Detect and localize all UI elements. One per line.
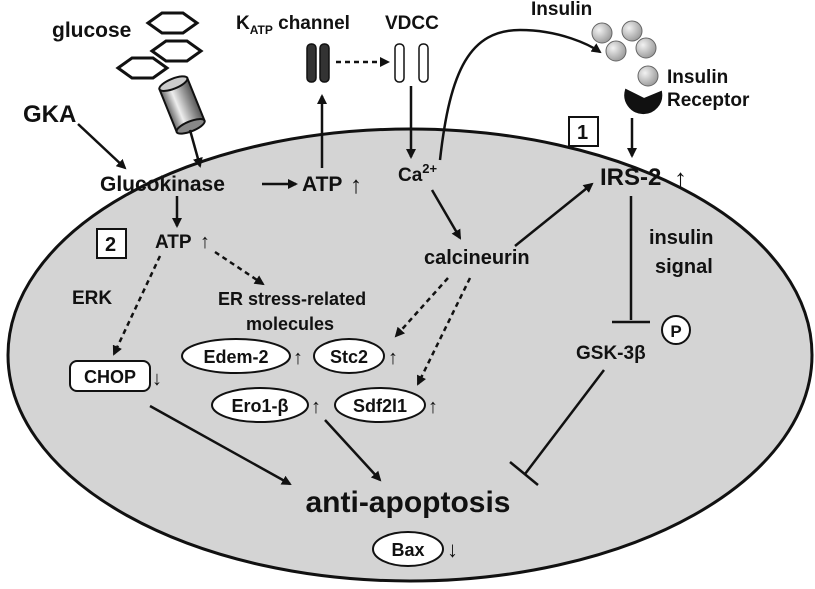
glucokinase-label: Glucokinase <box>100 173 225 196</box>
calcineurin-label: calcineurin <box>424 247 530 269</box>
gsk3b-label: GSK-3β <box>576 343 646 364</box>
katp-channel-icon <box>306 43 330 83</box>
phospho-label: P <box>670 322 681 341</box>
arrow-calcium-to-insulin-release <box>438 28 602 161</box>
vdcc-channel-icon <box>394 43 429 83</box>
arrow-chop-to-anti-apoptosis <box>149 404 292 486</box>
edem2-oval <box>181 338 291 374</box>
bax-label: Bax <box>391 540 424 560</box>
edem2-label: Edem-2 <box>203 347 268 367</box>
atp-mid-label: ATP <box>155 232 192 253</box>
atp-top-label: ATP <box>302 173 342 196</box>
erk-label: ERK <box>72 288 112 309</box>
glucose-molecules-icon <box>115 11 204 80</box>
box-2 <box>96 228 127 259</box>
insulin-label: Insulin <box>531 0 592 20</box>
stc2-label: Stc2 <box>330 347 368 367</box>
calcium-label: Ca2+ <box>398 161 438 186</box>
dashed-arrow-atp-to-chop <box>112 255 162 356</box>
box-2-label: 2 <box>105 234 116 256</box>
chop-box <box>69 360 151 392</box>
ero1b-oval <box>211 387 309 423</box>
stc2-up-arrow: ↑ <box>388 347 398 369</box>
arrow-er-molecules-to-anti-apoptosis <box>324 419 382 482</box>
edem2-up-arrow: ↑ <box>293 347 303 369</box>
insulin-receptor-icon <box>624 88 663 115</box>
atp-top-up-arrow: ↑ <box>350 172 362 199</box>
box-1 <box>568 116 599 147</box>
atp-mid-up-arrow: ↑ <box>200 231 210 253</box>
stc2-oval <box>313 338 385 374</box>
ero1b-label: Ero1-β <box>232 396 289 416</box>
inhibition-lines <box>509 196 650 486</box>
glucose-transporter-icon <box>158 75 206 135</box>
dashed-arrow-calcineurin-to-sdf2l1 <box>416 277 472 386</box>
ero1b-up-arrow: ↑ <box>311 396 321 418</box>
irs2-up-arrow: ↑ <box>674 163 687 193</box>
box-1-label: 1 <box>577 122 588 144</box>
vdcc-label: VDCC <box>385 13 439 34</box>
irs2-label: IRS-2 <box>600 164 661 191</box>
anti-apoptosis-label: anti-apoptosis <box>305 486 510 519</box>
phospho-icon <box>661 315 691 345</box>
glucose-label: glucose <box>52 19 131 42</box>
bax-oval <box>372 531 444 567</box>
gka-label: GKA <box>23 101 76 128</box>
chop-down-arrow: ↓ <box>152 368 162 390</box>
dashed-arrow-atp-to-er <box>214 250 265 286</box>
arrow-calcium-to-calcineurin <box>430 189 462 240</box>
chop-label: CHOP <box>84 367 136 387</box>
arrow-transporter-to-glucokinase <box>188 129 203 168</box>
insulin-molecules-icon <box>591 20 659 87</box>
sdf2l1-up-arrow: ↑ <box>428 396 438 418</box>
arrow-calcineurin-to-irs2 <box>514 182 594 247</box>
katp-channel-label: KATP channel <box>236 13 350 37</box>
sdf2l1-label: Sdf2l1 <box>353 396 407 416</box>
bax-down-arrow: ↓ <box>447 537 458 562</box>
arrow-gka-to-glucokinase <box>77 123 127 170</box>
dashed-arrow-calcineurin-to-stc2 <box>394 277 449 338</box>
sdf2l1-oval <box>334 387 426 423</box>
